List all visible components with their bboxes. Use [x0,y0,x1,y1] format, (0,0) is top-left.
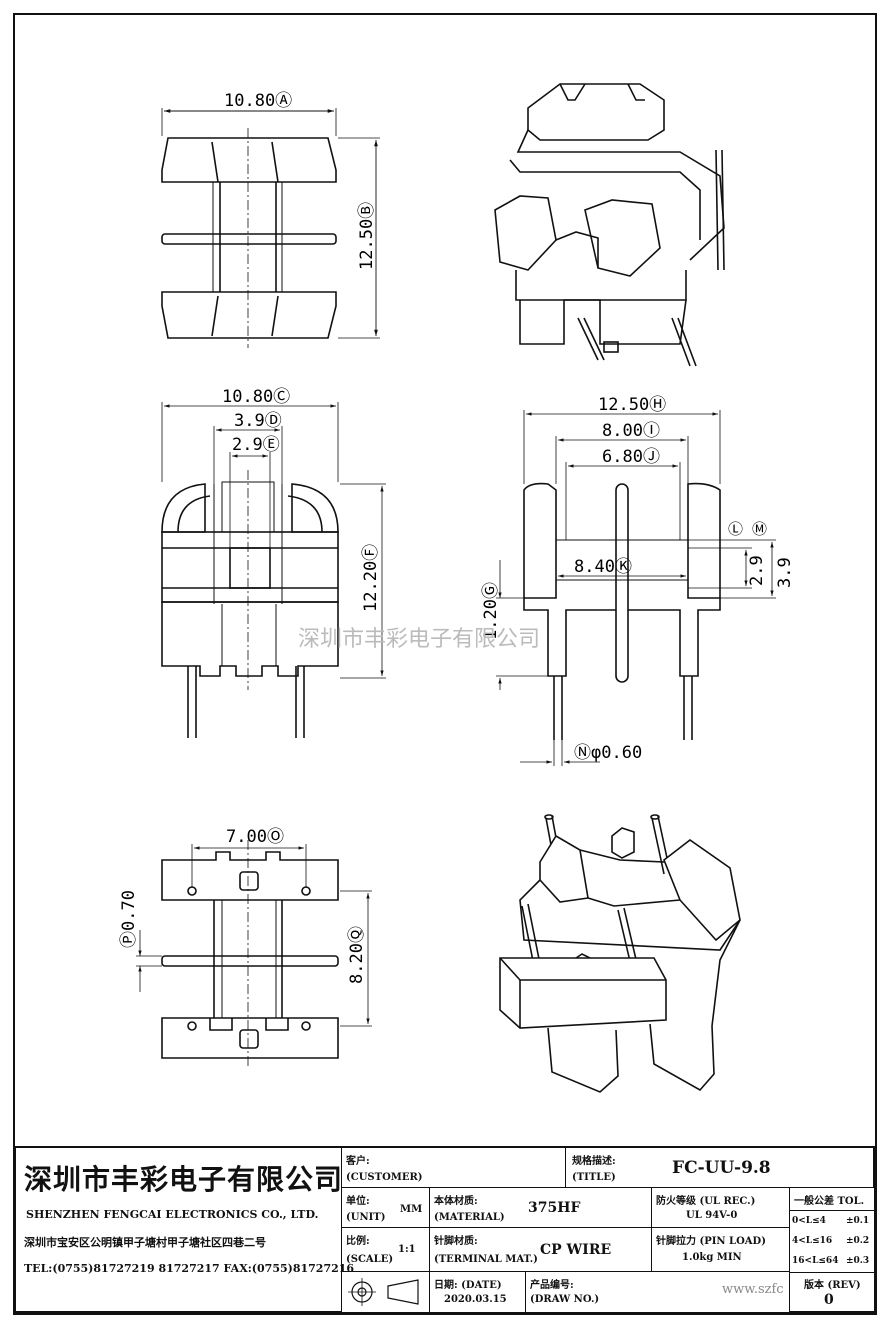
unit-label-en: (UNIT) [346,1212,386,1223]
dim-G-label: 1.20Ⓖ [481,582,501,640]
tol-value-3: ±0.3 [846,1256,870,1266]
unit-value: MM [400,1204,423,1215]
flame-value: UL 94V-0 [686,1210,738,1221]
date-value: 2020.03.15 [444,1294,507,1305]
scale-label-cn: 比例: [346,1236,370,1247]
dim-B [338,137,380,339]
scale-value: 1:1 [398,1244,416,1255]
title-label-cn: 规格描述: [572,1156,616,1167]
bottom-view [161,840,339,1066]
dim-C [161,402,339,482]
title-block: 深圳市丰彩电子有限公司 SHENZHEN FENGCAI ELECTRONICS… [14,1146,876,1314]
dim-E [229,452,271,548]
website-watermark: www.szfc [722,1282,784,1297]
dim-F-label: 12.20Ⓕ [361,544,381,612]
material-cell: 本体材质: (MATERIAL) 375HF [430,1188,652,1228]
dim-I-label: 8.00Ⓘ [602,421,660,441]
tol-range-3: 16<L≤64 [792,1256,839,1266]
dim-E-label: 2.9Ⓔ [232,435,280,455]
dim-J [565,462,681,540]
projection-symbol-icon [348,1278,419,1306]
drawno-cell: 产品编号: (DRAW NO.) www.szfc [526,1272,790,1312]
flame-label: 防火等级 (UL REC.) [656,1196,756,1207]
terminal-cell: 针脚材质: (TERMINAL MAT.) CP WIRE [430,1228,652,1272]
company-cell: 深圳市丰彩电子有限公司 SHENZHEN FENGCAI ELECTRONICS… [16,1148,354,1312]
watermark: 深圳市丰彩电子有限公司 [298,627,540,652]
tolerance-cell: 一般公差 TOL. 0<L≤4 ±0.1 4<L≤16 ±0.2 16<L≤64… [790,1188,874,1312]
pinload-label: 针脚拉力 (PIN LOAD) [656,1236,766,1247]
dim-M-value: 3.9 [775,557,795,588]
tol-range-2: 4<L≤16 [792,1236,833,1246]
tolerance-label: 一般公差 TOL. [794,1196,865,1207]
date-cell: 日期: (DATE) 2020.03.15 [430,1272,526,1312]
terminal-label-en: (TERMINAL MAT.) [434,1254,538,1265]
title-cell: 规格描述: (TITLE) FC-UU-9.8 [566,1148,874,1188]
dim-H-label: 12.50Ⓗ [598,395,666,415]
rev-label: 版本 (REV) [804,1280,861,1291]
material-label-cn: 本体材质: [434,1196,478,1207]
drawno-label-en: (DRAW NO.) [530,1294,600,1305]
dim-G [496,560,548,690]
dim-N-label: Ⓝφ0.60 [574,743,642,763]
dim-P-label: Ⓟ0.70 [119,890,139,948]
company-contact: TEL:(0755)81727219 81727217 FAX:(0755)81… [24,1262,355,1275]
dim-A-label: 10.80Ⓐ [224,91,292,111]
dim-L-M [688,539,776,599]
terminal-label-cn: 针脚材质: [434,1236,478,1247]
dim-M-label: Ⓜ [752,520,767,538]
dim-A [161,108,337,136]
dim-D [213,426,283,484]
dim-H [523,410,721,484]
tol-value-1: ±0.1 [846,1216,870,1226]
tol-range-1: 0<L≤4 [792,1216,826,1226]
scale-cell: 比例: (SCALE) 1:1 [342,1228,430,1272]
drawno-label-cn: 产品编号: [530,1280,574,1291]
dim-Q [340,890,372,1027]
dim-L-value: 2.9 [747,555,767,586]
iso-view-bottom [499,814,741,1093]
dim-Q-label: 8.20Ⓠ [347,926,367,984]
unit-cell: 单位: (UNIT) MM [342,1188,430,1228]
company-name-en: SHENZHEN FENGCAI ELECTRONICS CO., LTD. [26,1208,319,1221]
dim-D-label: 3.9Ⓓ [234,411,282,431]
iso-view-top [494,83,725,367]
scale-label-en: (SCALE) [346,1254,394,1265]
dim-O-label: 7.00Ⓞ [226,827,284,847]
title-value: FC-UU-9.8 [672,1158,771,1178]
title-label-en: (TITLE) [572,1172,616,1183]
unit-label-cn: 单位: [346,1196,370,1207]
dim-B-label: 12.50Ⓑ [357,202,377,270]
dim-L-label: Ⓛ [728,520,743,538]
terminal-value: CP WIRE [540,1242,612,1258]
front-view [161,470,339,738]
tol-value-2: ±0.2 [846,1236,870,1246]
dim-I [555,436,689,484]
customer-label-cn: 客户: [346,1156,370,1167]
company-address: 深圳市宝安区公明镇甲子塘村甲子塘社区四巷二号 [24,1236,266,1249]
pinload-cell: 针脚拉力 (PIN LOAD) 1.0kg MIN [652,1228,790,1272]
date-label: 日期: (DATE) [434,1280,502,1291]
rev-value: 0 [824,1292,834,1308]
dim-F [340,483,386,679]
sheet-border [13,13,877,1315]
dim-O [191,844,307,888]
customer-cell: 客户: (CUSTOMER) [342,1148,566,1188]
side-view [161,128,337,348]
customer-label-en: (CUSTOMER) [346,1172,423,1183]
dim-J-label: 6.80Ⓙ [602,447,660,467]
projection-cell [342,1272,430,1312]
material-label-en: (MATERIAL) [434,1212,505,1223]
flame-cell: 防火等级 (UL REC.) UL 94V-0 [652,1188,790,1228]
dim-P [136,930,162,992]
material-value: 375HF [528,1200,581,1216]
right-side-view [523,482,721,740]
pinload-value: 1.0kg MIN [682,1252,742,1263]
dim-C-label: 10.80Ⓒ [222,387,290,407]
company-name-cn: 深圳市丰彩电子有限公司 [24,1163,344,1196]
dim-K-label: 8.40Ⓚ [574,557,632,577]
dim-N [520,740,600,766]
